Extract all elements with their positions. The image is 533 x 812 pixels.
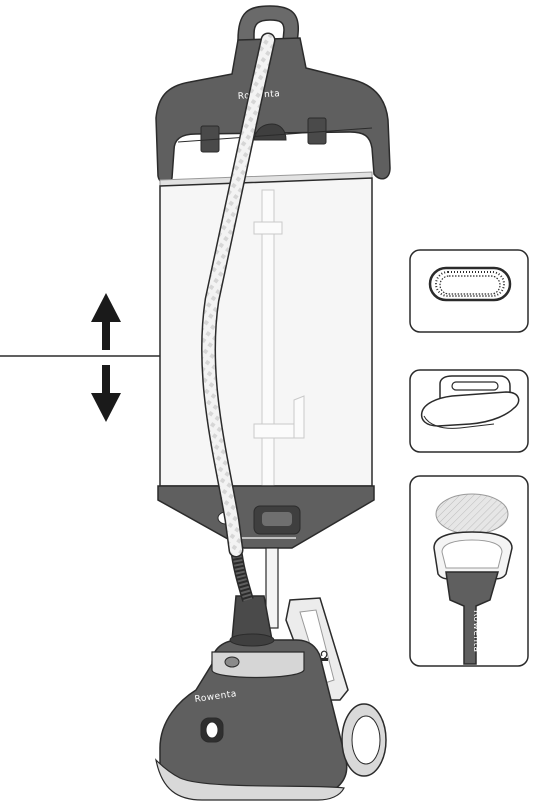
steam-head-with-pad: Rowenta — [410, 476, 528, 666]
steam-head-brand-label: Rowenta — [471, 610, 481, 653]
arrow-down-icon — [91, 365, 121, 422]
lint-pad-accessory — [410, 370, 528, 452]
brush-accessory — [410, 250, 528, 332]
tank-base-funnel — [158, 486, 374, 548]
fabric-pad — [436, 494, 508, 534]
water-tank — [160, 178, 372, 486]
arrow-up-icon — [91, 293, 121, 350]
hanger-arms: Rowenta — [156, 38, 390, 184]
